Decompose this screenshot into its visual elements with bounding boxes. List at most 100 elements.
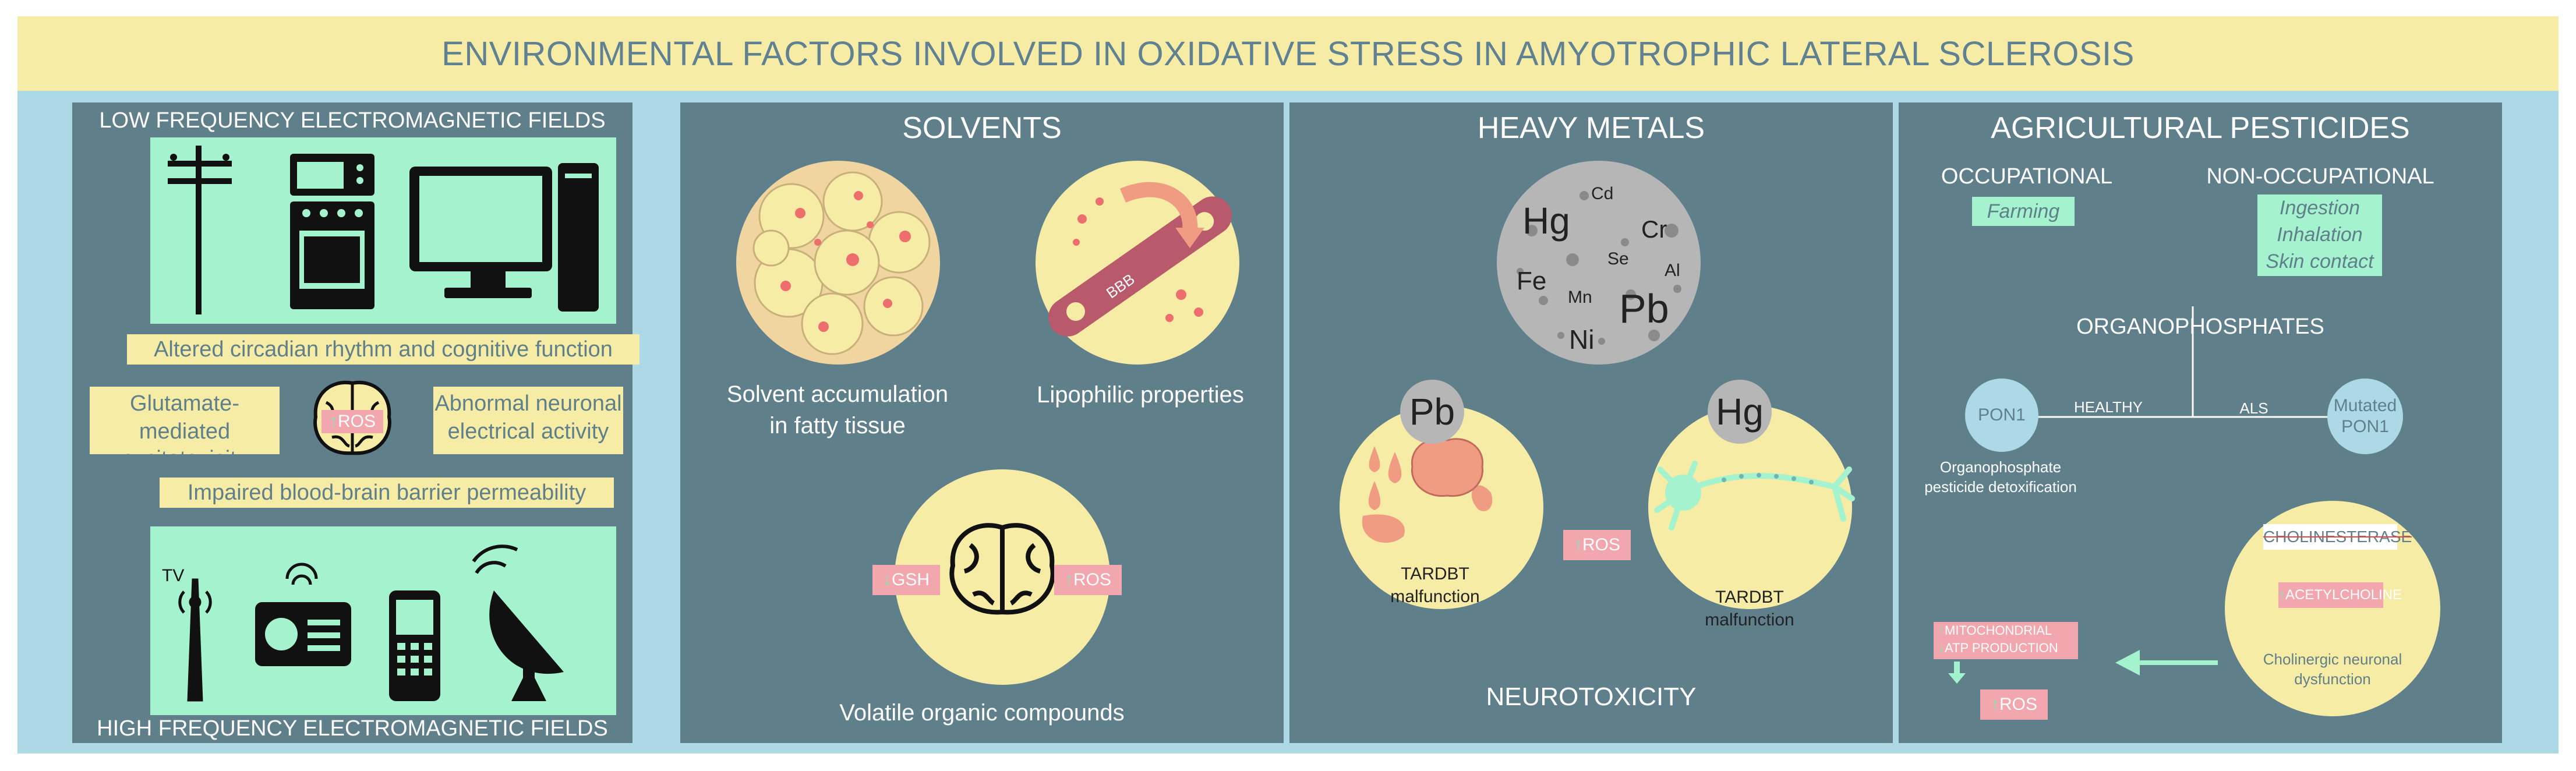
mutated-line-2: PON1 (2341, 417, 2389, 436)
up-arrow-icon: ↑ (1938, 623, 1945, 638)
up-arrow-icon: ↑ (1990, 695, 1999, 714)
blood-brain-barrier-illustration (1036, 161, 1239, 365)
skin-contact-text: Skin contact (2266, 250, 2374, 273)
oven-icon (290, 154, 374, 309)
tv-label: TV (162, 566, 185, 585)
low-frequency-title: LOW FREQUENCY ELECTROMAGNETIC FIELDS (99, 108, 606, 133)
pb-tardbt-label: TARDBT malfunction (1377, 563, 1493, 608)
ros-text: ROS (337, 412, 376, 431)
element-cd: Cd (1591, 184, 1614, 203)
neurotoxicity-label: NEUROTOXICITY (1486, 682, 1697, 711)
acetylcholine-text: ACETYLCHOLINE (2285, 587, 2402, 603)
solvent-accumulation-label: Solvent accumulation in fatty tissue (704, 379, 971, 441)
tv-tower-icon (178, 578, 212, 702)
glutamate-line-2: excitotoxicity (122, 447, 248, 471)
inhalation-text: Inhalation (2277, 224, 2363, 246)
element-hg: Hg (1522, 200, 1570, 242)
element-cr: Cr (1641, 215, 1667, 243)
brain-icon (1411, 438, 1484, 497)
ros-text: ROS (1582, 535, 1620, 554)
organophosphates-label: ORGANOPHOSPHATES (2076, 314, 2324, 339)
solvents-panel: SOLVENTS Solvent accumulation in fatty t… (680, 102, 1284, 743)
down-arrow-icon: ↓ (882, 570, 892, 589)
high-frequency-devices-box: TV (150, 526, 616, 715)
cholinergic-line-2: dysfunction (2294, 670, 2371, 688)
mitochondrial-badge: ↑MITOCHONDRIAL ↓ATP PRODUCTION (1934, 622, 2078, 659)
mobile-phone-icon (389, 590, 440, 701)
gsh-badge: ↓GSH (872, 565, 940, 595)
mito-text-2: ATP PRODUCTION (1945, 641, 2058, 655)
glutamate-line-1: Glutamate-mediated (130, 391, 239, 444)
emf-panel: LOW FREQUENCY ELECTROMAGNETIC FIELDS (72, 102, 639, 743)
gsh-text: GSH (891, 570, 930, 589)
neuronal-activity-label: Abnormal neuronal electrical activity (433, 387, 623, 454)
pb-bubble: Pb (1400, 380, 1464, 444)
element-pb: Pb (1619, 286, 1669, 331)
acetylcholine-badge: ↑ACETYLCHOLINE (2278, 582, 2402, 608)
element-al: Al (1665, 261, 1680, 280)
fatty-tissue-illustration (736, 161, 940, 365)
satellite-dish-icon (472, 544, 564, 701)
lead-effects-illustration (1340, 405, 1543, 609)
solvents-title: SOLVENTS (902, 111, 1062, 145)
detox-line-2: pesticide detoxification (1924, 478, 2077, 496)
metal-particles-illustration (1497, 161, 1701, 365)
mito-line-2: ↓ATP PRODUCTION (1938, 639, 2078, 657)
metals-ros-badge: ↑ROS (1563, 530, 1631, 560)
low-frequency-devices-illustration (168, 146, 599, 314)
heavy-metals-title: HEAVY METALS (1477, 111, 1705, 145)
element-ni: Ni (1569, 324, 1595, 355)
pb-tardbt-line-1: TARDBT (1401, 564, 1469, 583)
mito-line-1: ↑MITOCHONDRIAL (1938, 622, 2078, 639)
up-arrow-icon: ↑ (2278, 587, 2285, 603)
up-arrow-icon: ↑ (328, 412, 338, 431)
farming-tag: Farming (1972, 197, 2075, 226)
element-mn: Mn (1568, 288, 1592, 307)
hg-tardbt-line-2: malfunction (1705, 610, 1794, 629)
element-se: Se (1607, 249, 1629, 268)
lipophilic-label: Lipophilic properties (1037, 382, 1244, 408)
ros-badge: ↑ROS (321, 410, 383, 433)
pesticides-ros-badge: ↑ROS (1980, 689, 2048, 720)
ingestion-text: Ingestion (2280, 197, 2360, 219)
pesticides-panel: AGRICULTURAL PESTICIDES OCCUPATIONAL Far… (1899, 102, 2502, 743)
voc-brain-illustration (895, 469, 1110, 685)
brain-ros-icon: ↑ROS (309, 376, 396, 464)
detox-line-1: Organophosphate (1939, 458, 2062, 476)
hg-tardbt-line-1: TARDBT (1715, 588, 1784, 607)
circadian-effect-label: Altered circadian rhythm and cognitive f… (127, 334, 639, 365)
down-arrow-icon: ↓ (1938, 641, 1945, 655)
pon1-circle: PON1 (1965, 379, 2038, 452)
healthy-label: HEALTHY (2074, 398, 2143, 416)
solvent-ros-badge: ↑ROS (1054, 565, 1122, 595)
cholinergic-line-1: Cholinergic neuronal (2263, 650, 2402, 668)
neuronal-line-2: electrical activity (447, 419, 609, 444)
figure-title: ENVIRONMENTAL FACTORS INVOLVED IN OXIDAT… (17, 16, 2559, 91)
cholinesterase-label: CHOLINESTERASE (2263, 524, 2412, 550)
cholinergic-dysfunction-label: Cholinergic neuronal dysfunction (2254, 650, 2411, 689)
power-line-icon (168, 146, 232, 314)
exposure-routes-box: Ingestion Inhalation Skin contact (2257, 194, 2382, 276)
detoxification-label: Organophosphate pesticide detoxification (1904, 458, 2097, 497)
bbb-permeability-label: Impaired blood-brain barrier permeabilit… (160, 478, 614, 508)
mutated-line-1: Mutated (2333, 396, 2397, 415)
high-frequency-title: HIGH FREQUENCY ELECTROMAGNETIC FIELDS (97, 716, 608, 741)
radio-icon (255, 563, 351, 666)
pb-tardbt-line-2: malfunction (1390, 587, 1480, 606)
up-arrow-icon: ↑ (1573, 535, 1582, 554)
non-occupational-label: NON-OCCUPATIONAL (2206, 164, 2434, 189)
computer-icon (409, 163, 599, 312)
mito-text-1: MITOCHONDRIAL (1945, 623, 2052, 638)
voc-label: Volatile organic compounds (839, 700, 1125, 726)
accumulation-line-2: in fatty tissue (769, 413, 906, 438)
hg-bubble: Hg (1708, 380, 1772, 444)
brain-icon (949, 523, 1055, 615)
high-frequency-devices-illustration (178, 544, 564, 702)
heavy-metals-panel: HEAVY METALS Hg Cd Cr Se Al Fe Mn Pb Ni … (1289, 102, 1893, 743)
ros-text: ROS (1073, 570, 1111, 589)
glutamate-effect-label: Glutamate-mediated excitotoxicity (90, 387, 280, 471)
low-frequency-devices-box (150, 137, 616, 324)
ros-text: ROS (1999, 695, 2037, 714)
mutated-pon1-circle: Mutated PON1 (2327, 379, 2403, 454)
mercury-neuron-illustration (1648, 405, 1855, 609)
